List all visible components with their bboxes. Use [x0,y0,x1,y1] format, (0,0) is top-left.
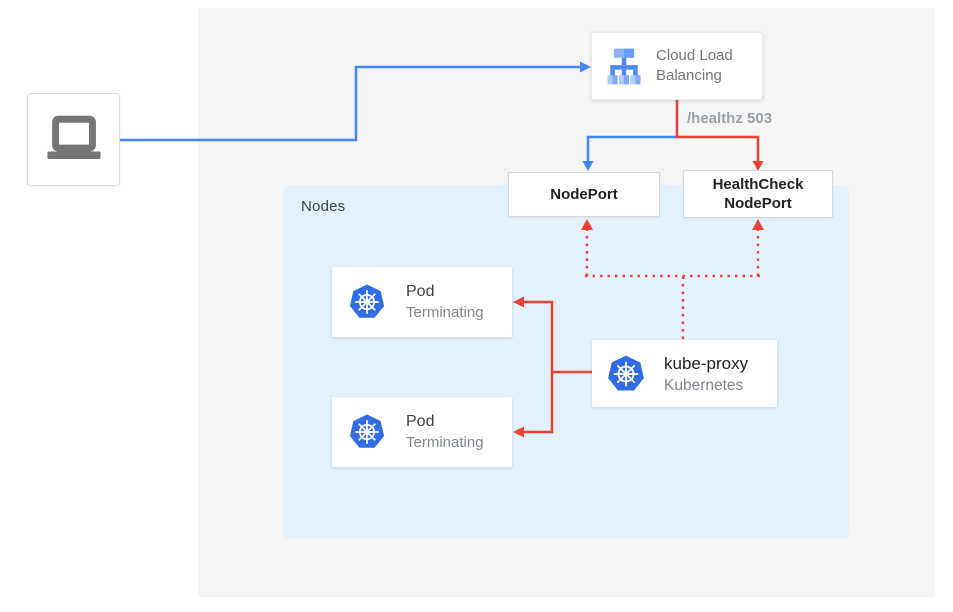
laptop-icon [46,115,101,159]
pod-node-2: Pod Terminating [332,397,512,467]
cloud-load-balancing-node: Cloud Load Balancing [591,32,763,100]
kubernetes-icon [349,284,385,318]
kube-proxy-node: kube-proxy Kubernetes [592,340,777,407]
pod-title: Pod [406,413,435,430]
pod-title: Pod [406,283,435,300]
nodes-group-label: Nodes [301,198,346,215]
healthcheck-nodeport-label: HealthCheck NodePort [712,176,804,212]
healthcheck-nodeport-node: HealthCheck NodePort [683,170,833,218]
cloud-load-balancing-icon [607,48,641,85]
kube-proxy-subtitle: Kubernetes [664,376,744,394]
kubernetes-icon [349,414,385,448]
pod-status: Terminating [406,434,484,451]
healthz-annotation: /healthz 503 [687,110,773,127]
kubernetes-icon [608,355,644,390]
nodeport-label: NodePort [550,186,618,203]
pod-node-1: Pod Terminating [332,267,512,337]
client-node [27,93,120,186]
nodeport-node: NodePort [508,172,660,217]
cloud-load-balancing-label: Cloud Load Balancing [656,47,733,84]
pod-status: Terminating [406,304,484,321]
kube-proxy-title: kube-proxy [664,353,749,373]
